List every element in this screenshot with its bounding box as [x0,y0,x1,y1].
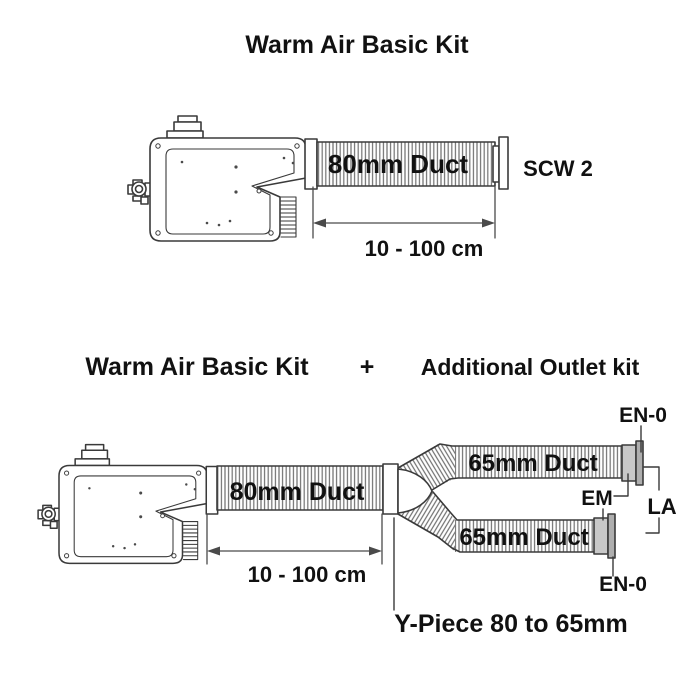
duct-65mm-upper [455,446,625,478]
basic-kit-diagram [127,115,509,242]
kit1-title: Warm Air Basic Kit [245,31,469,59]
duct-65mm-upper-outline [397,443,626,491]
heater-unit [127,115,318,242]
kit2-title-basic: Warm Air Basic Kit [85,353,309,381]
kit1-duct-label: 80mm Duct [328,149,468,179]
kit1-length-label: 10 - 100 cm [365,236,484,261]
kit2-title-plus: + [360,353,375,381]
duct-65mm-lower-outline [397,491,596,553]
extended-kit-diagram [37,425,660,611]
en0-flange-upper [635,440,644,486]
en0-flange-lower [607,513,616,559]
y-piece-collar [382,463,399,515]
scw2-end-connector [492,136,509,190]
kit2-duct65-upper-label: 65mm Duct [468,450,597,477]
kit2-ypiece-label: Y-Piece 80 to 65mm [394,610,627,638]
duct-80mm [316,141,496,187]
kit1-connector-label: SCW 2 [523,156,593,181]
callout-lines [393,425,660,611]
length-dimension [312,186,496,239]
em-muff-upper [621,444,637,482]
lower-outlet-connector [593,513,616,559]
y-piece-split-wedge [397,468,433,514]
kit2-bracket-label: LA [647,494,676,519]
em-muff-lower [593,517,609,555]
kit2-outlet-top-label: EN-0 [619,404,667,427]
kit2-duct80-label: 80mm Duct [230,478,365,506]
kit2-title-additional: Additional Outlet kit [421,354,640,380]
y-piece-assembly [382,443,626,553]
duct-80mm [216,465,384,511]
length-dimension [206,513,383,565]
em-leader [602,473,629,521]
kit2-outlet-bottom-label: EN-0 [599,573,647,596]
kit2-length-label: 10 - 100 cm [248,562,367,587]
kit2-muff-label: EM [581,487,613,510]
la-bracket [643,466,660,534]
duct-65mm-lower [455,520,595,552]
heater-unit [37,443,219,565]
upper-outlet-connector [621,440,644,486]
kit2-duct65-lower-label: 65mm Duct [459,524,588,551]
